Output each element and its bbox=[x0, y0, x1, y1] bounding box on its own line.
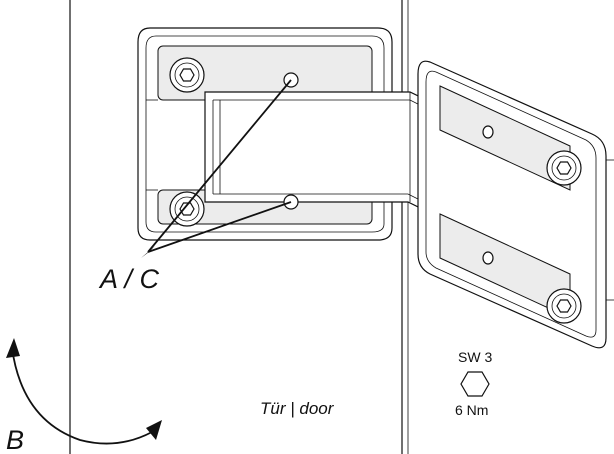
hex-screw-bottom-left bbox=[169, 191, 205, 227]
hex-screw-top-right bbox=[546, 150, 582, 186]
rotation-label: B bbox=[6, 425, 24, 454]
callout-label: A / C bbox=[98, 264, 160, 294]
hex-screw-top-left bbox=[169, 57, 205, 93]
hex-screw-bottom-right bbox=[546, 288, 582, 324]
frame-lines bbox=[69, 0, 409, 454]
right-hinge-plate bbox=[417, 60, 614, 349]
torque-label: 6 Nm bbox=[455, 402, 488, 418]
hexagon-icon bbox=[460, 371, 490, 397]
curved-arrow-icon bbox=[6, 338, 162, 445]
door-label: Tür | door bbox=[260, 399, 335, 418]
callout-leaders bbox=[141, 79, 292, 258]
wrench-size-label: SW 3 bbox=[458, 349, 492, 365]
